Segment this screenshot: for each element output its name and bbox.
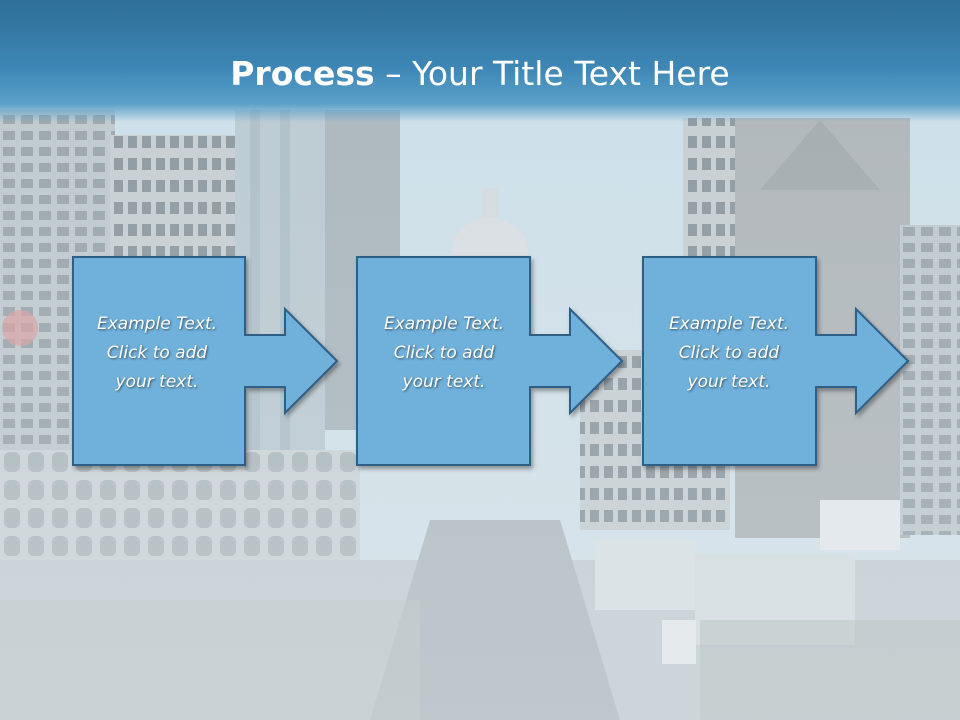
step-2-line-3: your text. bbox=[402, 372, 486, 392]
step-2-line-1: Example Text. bbox=[383, 314, 505, 334]
step-3-line-1: Example Text. bbox=[668, 314, 790, 334]
step-1-line-1: Example Text. bbox=[96, 314, 218, 334]
page-title[interactable]: Process – Your Title Text Here bbox=[0, 52, 960, 96]
step-2-line-2: Click to add bbox=[393, 343, 495, 363]
step-1-line-3: your text. bbox=[115, 372, 199, 392]
title-band bbox=[0, 0, 960, 122]
title-dash: – bbox=[374, 54, 413, 93]
title-bold-part: Process bbox=[230, 54, 375, 93]
step-3-line-2: Click to add bbox=[678, 343, 780, 363]
process-step-2[interactable] bbox=[356, 256, 624, 466]
process-step-1[interactable] bbox=[72, 256, 339, 466]
title-rest: Your Title Text Here bbox=[412, 54, 730, 93]
step-3-line-3: your text. bbox=[687, 372, 771, 392]
step-1-line-2: Click to add bbox=[106, 343, 208, 363]
step-1-text[interactable]: Example Text. Click to add your text. bbox=[71, 310, 243, 397]
step-2-text[interactable]: Example Text. Click to add your text. bbox=[358, 310, 530, 397]
step-3-text[interactable]: Example Text. Click to add your text. bbox=[643, 310, 815, 397]
process-step-3[interactable] bbox=[642, 256, 910, 466]
